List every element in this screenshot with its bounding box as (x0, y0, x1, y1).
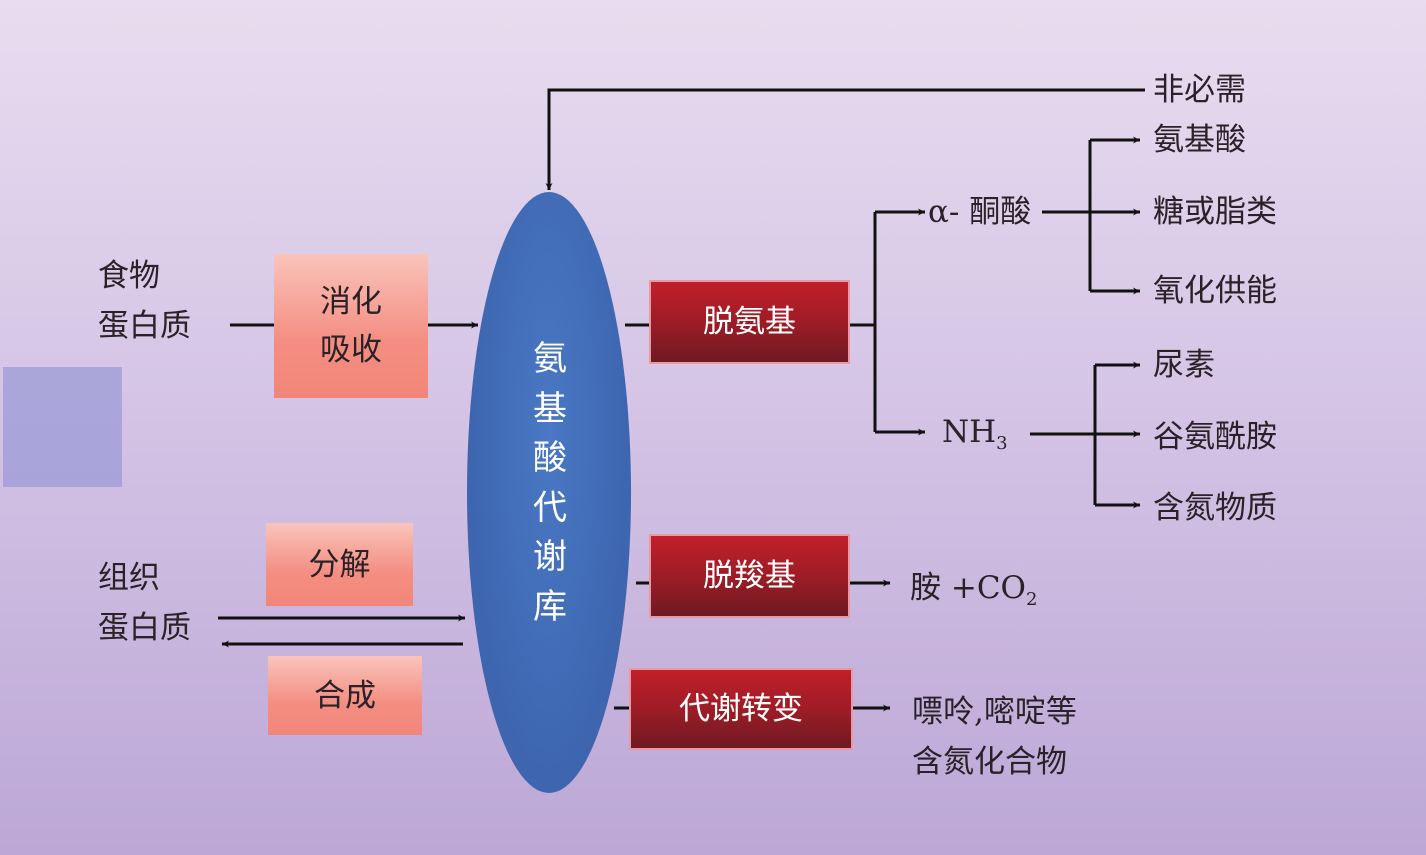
decorative-square (3, 367, 122, 487)
decompose-box: 分解 (266, 523, 413, 606)
nh3-label: NH3 (942, 414, 1008, 462)
nonessential-feedback-arrow (545, 88, 1145, 190)
nonessential-label: 非必需 (1153, 72, 1246, 108)
digest-label: 消化 (320, 284, 382, 320)
amino-acid-pool-label: 氨基酸代谢库 (533, 339, 567, 627)
nh3-main: NH (942, 414, 997, 450)
tissue-label: 组织 (98, 560, 160, 596)
nh3-sub: 3 (996, 433, 1008, 455)
absorb-label: 吸收 (320, 332, 382, 368)
decarboxylation-box: 脱羧基 (651, 536, 848, 616)
metabolic-conversion-box: 代谢转变 (631, 670, 851, 748)
amino-acid-label: 氨基酸 (1153, 122, 1246, 158)
amine-co2-label: 胺 +CO2 (910, 570, 1037, 618)
oxidation-label: 氧化供能 (1153, 273, 1277, 309)
tissue-protein-label: 蛋白质 (98, 610, 191, 646)
sugar-fat-label: 糖或脂类 (1153, 194, 1277, 230)
nitrogen-compounds-label: 含氮化合物 (912, 744, 1067, 780)
synthesis-box: 合成 (268, 656, 422, 735)
deamination-box: 脱氨基 (651, 282, 848, 362)
co2-sub: 2 (1025, 589, 1038, 611)
amino-acid-pool-ellipse (467, 192, 631, 793)
nitrogen-substances-label: 含氮物质 (1153, 490, 1277, 526)
amine-co2-main: 胺 +CO (910, 570, 1026, 606)
keto-acid-label: α- 酮酸 (928, 194, 1032, 230)
food-protein-label: 蛋白质 (98, 308, 191, 344)
glutamine-label: 谷氨酰胺 (1153, 419, 1277, 455)
purine-pyrimidine-label: 嘌呤,嘧啶等 (912, 694, 1077, 730)
digest-absorb-box: 消化 吸收 (274, 254, 428, 398)
food-label: 食物 (98, 258, 160, 294)
urea-label: 尿素 (1153, 347, 1215, 383)
